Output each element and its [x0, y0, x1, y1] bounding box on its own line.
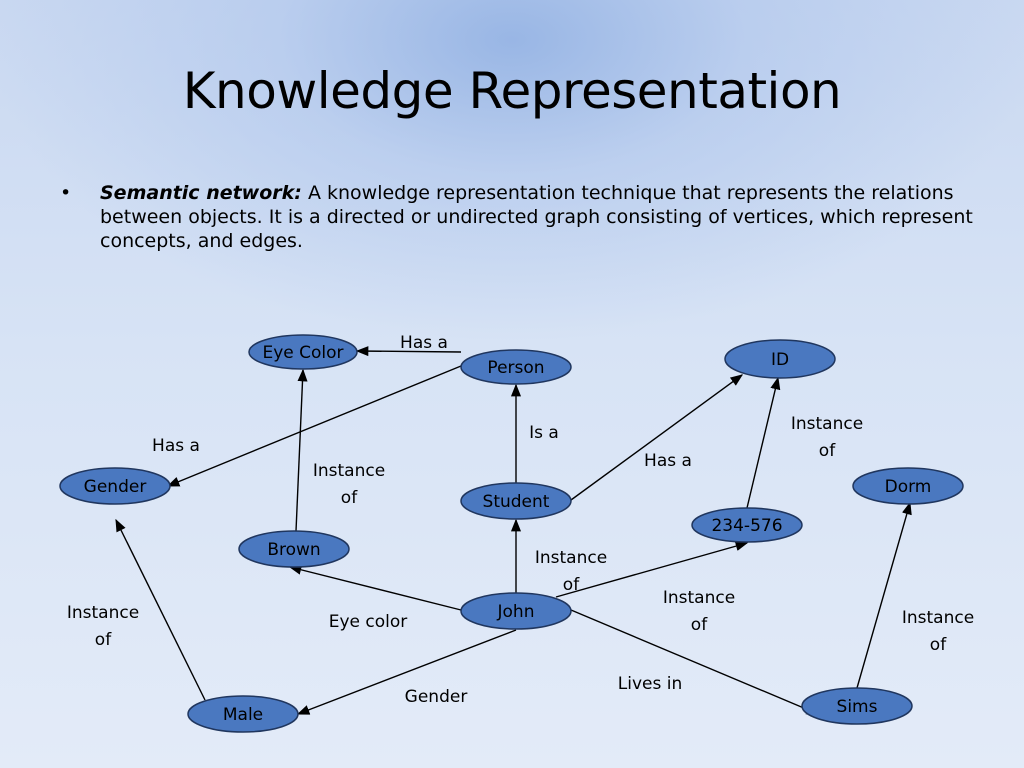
edge-student-to-id — [570, 374, 744, 501]
edge-brown-to-eye-color — [295, 368, 308, 532]
node-dorm: Dorm — [852, 467, 964, 505]
edge-label-john-to-student: of — [563, 575, 580, 595]
edge-sims-to-dorm — [856, 501, 912, 689]
node-shape-dorm — [852, 467, 964, 505]
node-gender: Gender — [59, 467, 171, 505]
node-label-id: ID — [771, 350, 789, 370]
edge-label-num-to-id: Instance — [791, 414, 863, 434]
node-student: Student — [460, 482, 572, 520]
edge-label-brown-to-eye-color: of — [341, 488, 358, 508]
edge-label-brown-to-eye-color: Instance — [313, 461, 385, 481]
edge-label-person-to-gender: Has a — [152, 436, 200, 456]
node-eye-color: Eye Color — [248, 334, 358, 370]
node-id: ID — [724, 339, 836, 379]
node-shape-sims — [801, 687, 913, 725]
node-brown: Brown — [238, 530, 350, 568]
node-shape-num — [691, 507, 803, 543]
edge-label-student-to-id: Has a — [644, 451, 692, 471]
node-shape-gender — [59, 467, 171, 505]
node-label-person: Person — [487, 358, 544, 378]
edge-num-to-id — [746, 376, 781, 509]
edge-person-to-gender — [166, 365, 462, 487]
bullet-marker: • — [60, 182, 72, 204]
edge-label-john-to-brown: Eye color — [329, 612, 408, 632]
edge-label-john-to-num: Instance — [663, 588, 735, 608]
node-label-sims: Sims — [837, 697, 878, 717]
edge-label-sims-to-dorm: Instance — [902, 608, 974, 628]
edge-label-john-to-student: Instance — [535, 548, 607, 568]
node-shape-id — [724, 339, 836, 379]
node-label-num: 234-576 — [711, 516, 782, 536]
node-shape-brown — [238, 530, 350, 568]
edge-label-student-to-person: Is a — [529, 423, 559, 443]
node-shape-eye-color — [248, 334, 358, 370]
edge-label-male-to-gender: of — [95, 630, 112, 650]
node-label-dorm: Dorm — [885, 477, 932, 497]
edge-john-to-sims — [570, 609, 820, 715]
node-shape-male — [187, 695, 299, 733]
node-label-male: Male — [223, 705, 263, 725]
node-label-brown: Brown — [267, 540, 320, 560]
edge-male-to-gender — [115, 518, 206, 701]
node-male: Male — [187, 695, 299, 733]
slide-title: Knowledge Representation — [182, 62, 842, 120]
edge-label-john-to-num: of — [691, 615, 708, 635]
node-john: John — [460, 592, 572, 630]
bullet-description: A knowledge representation technique tha… — [100, 182, 973, 252]
edge-label-john-to-sims: Lives in — [618, 674, 682, 694]
edges-layer — [115, 346, 912, 715]
edge-john-to-male — [296, 629, 517, 715]
node-label-john: John — [497, 602, 535, 622]
node-shape-john — [460, 592, 572, 630]
node-shape-student — [460, 482, 572, 520]
node-sims: Sims — [801, 687, 913, 725]
bullet-text: Semantic network: A knowledge representa… — [100, 181, 980, 253]
edge-john-to-num — [555, 541, 749, 598]
edge-label-male-to-gender: Instance — [67, 603, 139, 623]
node-num: 234-576 — [691, 507, 803, 543]
edge-label-john-to-male: Gender — [405, 687, 468, 707]
edge-john-to-brown — [288, 564, 462, 611]
node-label-eye-color: Eye Color — [262, 343, 343, 363]
bullet-term: Semantic network: — [100, 182, 302, 204]
edge-label-num-to-id: of — [819, 441, 836, 461]
node-label-student: Student — [483, 492, 550, 512]
edge-label-person-to-eye-color: Has a — [400, 333, 448, 353]
node-label-gender: Gender — [84, 477, 147, 497]
edge-label-sims-to-dorm: of — [930, 635, 947, 655]
node-shape-person — [460, 349, 572, 385]
node-person: Person — [460, 349, 572, 385]
edge-person-to-eye-color — [355, 346, 462, 357]
